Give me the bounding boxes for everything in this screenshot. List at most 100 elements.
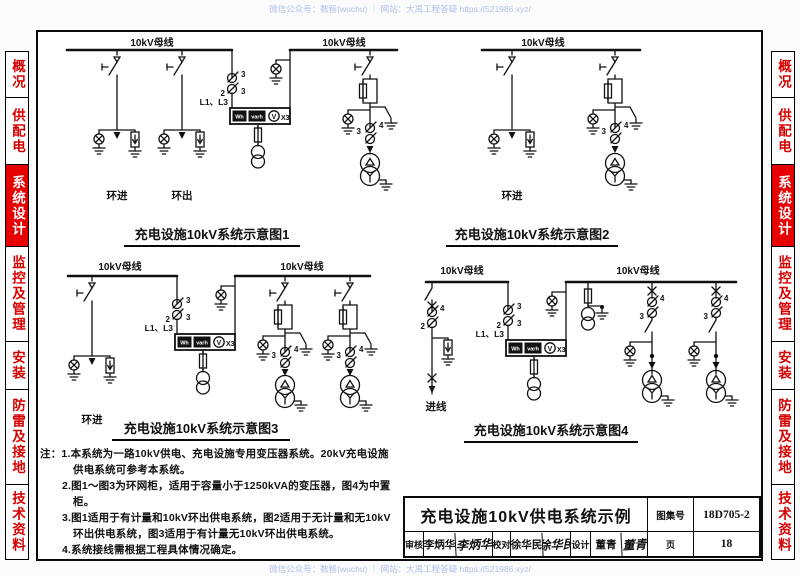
sidebar-item-power-distribution[interactable]: 供配电	[771, 97, 795, 165]
notes: 注：1.本系统为一路10kV供电、充电设施专用变压器系统。20kV充电设施供电系…	[40, 446, 398, 558]
ct-count: 3	[602, 127, 607, 136]
atlas-no-value: 18D705-2	[693, 498, 759, 531]
ct-count: 3	[704, 312, 709, 321]
designer-label: 设计	[570, 532, 590, 556]
diagram-1: 10kV母线 10kV母线 环进 环出 3 3 2 L1、L3 Wh varh …	[65, 36, 399, 202]
diagram-3: 10kV母线 10kV母线 环进 3 3 2 L1、L3 Wh varh V X…	[66, 260, 414, 426]
sidebar-item-lightning-grounding[interactable]: 防雷及接地	[5, 389, 29, 485]
diagram-1-title: 充电设施10kV系统示意图1	[124, 224, 300, 247]
diagram-4-title: 充电设施10kV系统示意图4	[464, 420, 638, 443]
varh-meter-label: varh	[196, 341, 208, 347]
diagram-3-labels: 10kV母线 10kV母线 环进 3 3 2 L1、L3 Wh varh V X…	[82, 260, 365, 426]
ct-count: 3	[337, 351, 342, 360]
sidebar-item-technical-data[interactable]: 技术资料	[5, 483, 29, 560]
ring-in-label: 环进	[107, 189, 128, 202]
ring-in-label: 环进	[502, 189, 523, 202]
ct-count: 3	[186, 313, 191, 322]
ct-count: 2	[421, 322, 426, 331]
ring-out-feeder	[158, 49, 206, 157]
transformer-feeder	[342, 49, 397, 191]
ct-count: 3	[517, 319, 522, 328]
note-item: 3.图1适用于有计量和10kV环出供电系统，图2适用于无计量和无10kV环出供电…	[62, 512, 391, 540]
ct-count: 4	[359, 345, 364, 354]
voltmeter-label: V	[272, 114, 277, 121]
incoming-feeder	[424, 281, 454, 395]
designer-signature: 董青	[620, 531, 648, 557]
busbar-label: 10kV母线	[98, 260, 141, 273]
transformer-feeder	[257, 275, 312, 412]
metering-bay	[226, 49, 291, 169]
ct-count: 4	[440, 304, 445, 313]
phase-label: L1、L3	[145, 323, 174, 333]
note-item: 2.图1～图3为环网柜，适用于容量小于1250kVA的变压器，图4为中置柜。	[62, 480, 391, 508]
ct-count: 2	[497, 321, 502, 330]
ct-count: 3	[272, 351, 277, 360]
transformer-feeder	[322, 275, 377, 412]
ring-in-label: 环进	[82, 413, 103, 426]
transformer-feeder	[688, 281, 739, 407]
ct-count: 4	[294, 345, 299, 354]
checker-signature: 徐华民	[541, 531, 571, 557]
diagram-2-title: 充电设施10kV系统示意图2	[446, 224, 618, 247]
busbar-label: 10kV母线	[616, 264, 659, 277]
sidebar-item-monitoring[interactable]: 监控及管理	[771, 246, 795, 342]
ct-count: 2	[221, 89, 226, 98]
station-pt-branch	[580, 281, 609, 331]
ct-count: 3	[241, 70, 246, 79]
sidebar-item-monitoring[interactable]: 监控及管理	[5, 246, 29, 342]
diagram-3-title: 充电设施10kV系统示意图3	[112, 418, 290, 441]
ct-count: 4	[379, 121, 384, 130]
sheet-title: 充电设施10kV供电系统示例	[420, 508, 632, 526]
phase-label: L1、L3	[200, 97, 229, 107]
wh-meter-label: Wh	[511, 347, 520, 353]
metering-bay	[502, 281, 567, 401]
x3-label: X3	[281, 115, 290, 122]
ct-count: 4	[724, 294, 729, 303]
watermark-bottom: 微信公众号：数智(wuchu) ｜ 网站：大禹工程答疑 https://5219…	[269, 564, 531, 574]
sidebar-item-technical-data[interactable]: 技术资料	[771, 483, 795, 560]
sidebar-item-system-design[interactable]: 系统设计	[5, 163, 29, 248]
ct-count: 3	[186, 296, 191, 305]
page-label: 页	[647, 532, 693, 556]
page-frame: 10kV母线 10kV母线 环进 环出 3 3 2 L1、L3 Wh varh …	[36, 30, 763, 561]
notes-prefix: 注：	[40, 448, 62, 460]
note-item: 4.系统接线需根据工程具体情况确定。	[62, 544, 243, 556]
ring-out-label: 环出	[172, 189, 193, 202]
wh-meter-label: Wh	[235, 115, 244, 121]
voltmeter-label: V	[548, 346, 553, 353]
reviewer-signature: 李炳华	[454, 531, 493, 557]
ct-count: 3	[517, 302, 522, 311]
busbar-label: 10kV母线	[280, 260, 323, 273]
sidebar-left: 概况 供配电 系统设计 监控及管理 安装 防雷及接地 技术资料	[5, 50, 29, 560]
sidebar-item-installation[interactable]: 安装	[771, 340, 795, 391]
reviewer-name: 李炳华	[423, 532, 455, 556]
busbar-label: 10kV母线	[521, 36, 564, 49]
diagram-2-labels: 10kV母线 环进 3 4	[502, 36, 630, 202]
sidebar-item-lightning-grounding[interactable]: 防雷及接地	[771, 389, 795, 485]
sidebar-item-overview[interactable]: 概况	[771, 50, 795, 99]
ct-count: 3	[357, 127, 362, 136]
ring-in-feeder	[488, 49, 536, 157]
ct-count: 3	[640, 312, 645, 321]
checker-name: 徐华民	[510, 532, 542, 556]
diagram-4-labels: 10kV母线 10kV母线 进线 4 2 3 3 2 L1、L3 Wh varh…	[421, 264, 729, 413]
checker-label: 校对	[492, 532, 510, 556]
wh-meter-label: Wh	[180, 341, 189, 347]
sidebar-item-system-design[interactable]: 系统设计	[771, 163, 795, 248]
diagram-4: 10kV母线 10kV母线 进线 4 2 3 3 2 L1、L3 Wh varh…	[421, 264, 739, 413]
note-item: 注：1.本系统为一路10kV供电、充电设施专用变压器系统。20kV充电设施供电系…	[40, 448, 389, 476]
title-block: 充电设施10kV供电系统示例 图集号 18D705-2 审核 李炳华 李炳华 校…	[403, 496, 761, 558]
sidebar-item-power-distribution[interactable]: 供配电	[5, 97, 29, 165]
sidebar-item-installation[interactable]: 安装	[5, 340, 29, 391]
designer-name: 董青	[590, 532, 621, 556]
atlas-no-label: 图集号	[647, 498, 693, 531]
ct-count: 3	[241, 87, 246, 96]
ct-count: 2	[166, 315, 171, 324]
x3-label: X3	[226, 341, 235, 348]
diagram-2: 10kV母线 环进 3 4	[480, 36, 760, 202]
sidebar-right: 概况 供配电 系统设计 监控及管理 安装 防雷及接地 技术资料	[771, 50, 795, 560]
phase-label: L1、L3	[476, 329, 505, 339]
sidebar-item-overview[interactable]: 概况	[5, 50, 29, 99]
ct-count: 4	[660, 294, 665, 303]
metering-bay	[171, 275, 236, 395]
